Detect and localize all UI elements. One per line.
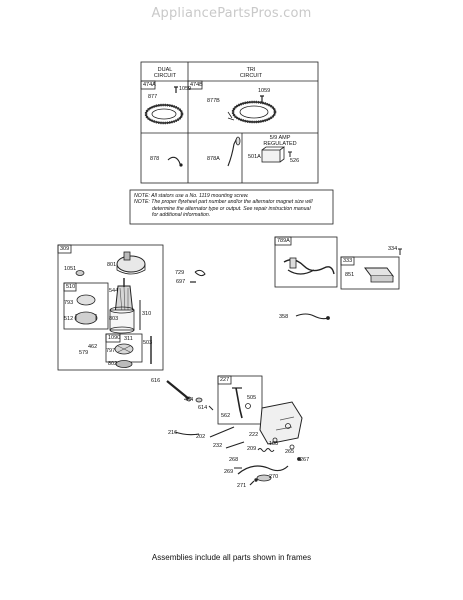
part-616: 616 [151, 378, 161, 384]
part-216: 216 [168, 430, 178, 436]
part-803: 803 [109, 316, 119, 322]
part-404: 404 [184, 397, 194, 403]
part-209: 209 [247, 446, 257, 452]
part-579: 579 [79, 350, 89, 356]
part-526: 526 [290, 158, 300, 164]
box-474a-label: 474A [143, 82, 156, 88]
part-877b: 877B [207, 98, 220, 104]
part-270: 270 [269, 474, 279, 480]
part-188: 188 [269, 441, 279, 447]
part-851: 851 [345, 272, 355, 278]
frame-333-label: 333 [343, 258, 353, 264]
part-1051: 1051 [64, 266, 77, 272]
part-878: 878 [150, 156, 160, 162]
part-697: 697 [176, 279, 186, 285]
frame-789a-label: 789A [277, 238, 290, 244]
notes-frame [129, 189, 334, 225]
part-268: 268 [229, 457, 239, 463]
part-311: 311 [124, 336, 133, 342]
footer-caption: Assemblies include all parts shown in fr… [151, 553, 312, 562]
frame-227-label: 227 [220, 377, 230, 383]
part-501a: 501A [248, 154, 261, 160]
part-462: 462 [88, 344, 98, 350]
box-474b-label: 474B [190, 82, 203, 88]
part-267: 267 [300, 457, 310, 463]
part-1059-left: 1059 [179, 86, 192, 92]
part-271: 271 [237, 483, 247, 489]
part-232: 232 [213, 443, 223, 449]
frame-789a [274, 236, 338, 288]
part-505: 505 [247, 395, 257, 401]
note-2-line-1: NOTE: The proper flywheel part number an… [134, 199, 313, 206]
frame-510 [63, 282, 109, 330]
part-512: 512 [64, 316, 74, 322]
watermark: AppliancePartsPros.com [151, 6, 312, 21]
part-793: 793 [64, 300, 74, 306]
starter-frame-309 [57, 244, 164, 371]
stator-table-frame [140, 61, 319, 184]
frame-510-label: 510 [66, 284, 76, 290]
frame-1090-label: 1090 [108, 335, 121, 341]
note-2-line-3: for additional information. [152, 212, 211, 219]
frame-227 [217, 375, 263, 425]
part-797: 797 [106, 348, 116, 354]
part-878a: 878A [207, 156, 220, 162]
part-269: 269 [224, 469, 234, 475]
part-877: 877 [148, 94, 158, 100]
part-202: 202 [196, 434, 206, 440]
part-729: 729 [175, 270, 185, 276]
part-801: 801 [107, 262, 117, 268]
part-562: 562 [221, 413, 231, 419]
part-222: 222 [249, 432, 259, 438]
part-503: 503 [143, 340, 153, 346]
note-2-line-2: determine the alternator type or output.… [152, 205, 311, 212]
part-358: 358 [279, 314, 289, 320]
part-1059-right: 1059 [258, 88, 271, 94]
notes-text: NOTE: All stators use a No. 1119 mountin… [134, 193, 331, 219]
regulator-501a [261, 149, 281, 163]
part-265: 265 [285, 449, 295, 455]
frame-309-label: 309 [60, 246, 70, 252]
note-1: NOTE: All stators use a No. 1119 mountin… [134, 193, 249, 199]
part-334: 334 [388, 246, 398, 252]
part-614: 614 [198, 405, 208, 411]
part-544: 544 [109, 288, 119, 294]
part-310: 310 [142, 311, 152, 317]
frame-333 [340, 256, 400, 290]
part-802: 802 [108, 361, 118, 367]
